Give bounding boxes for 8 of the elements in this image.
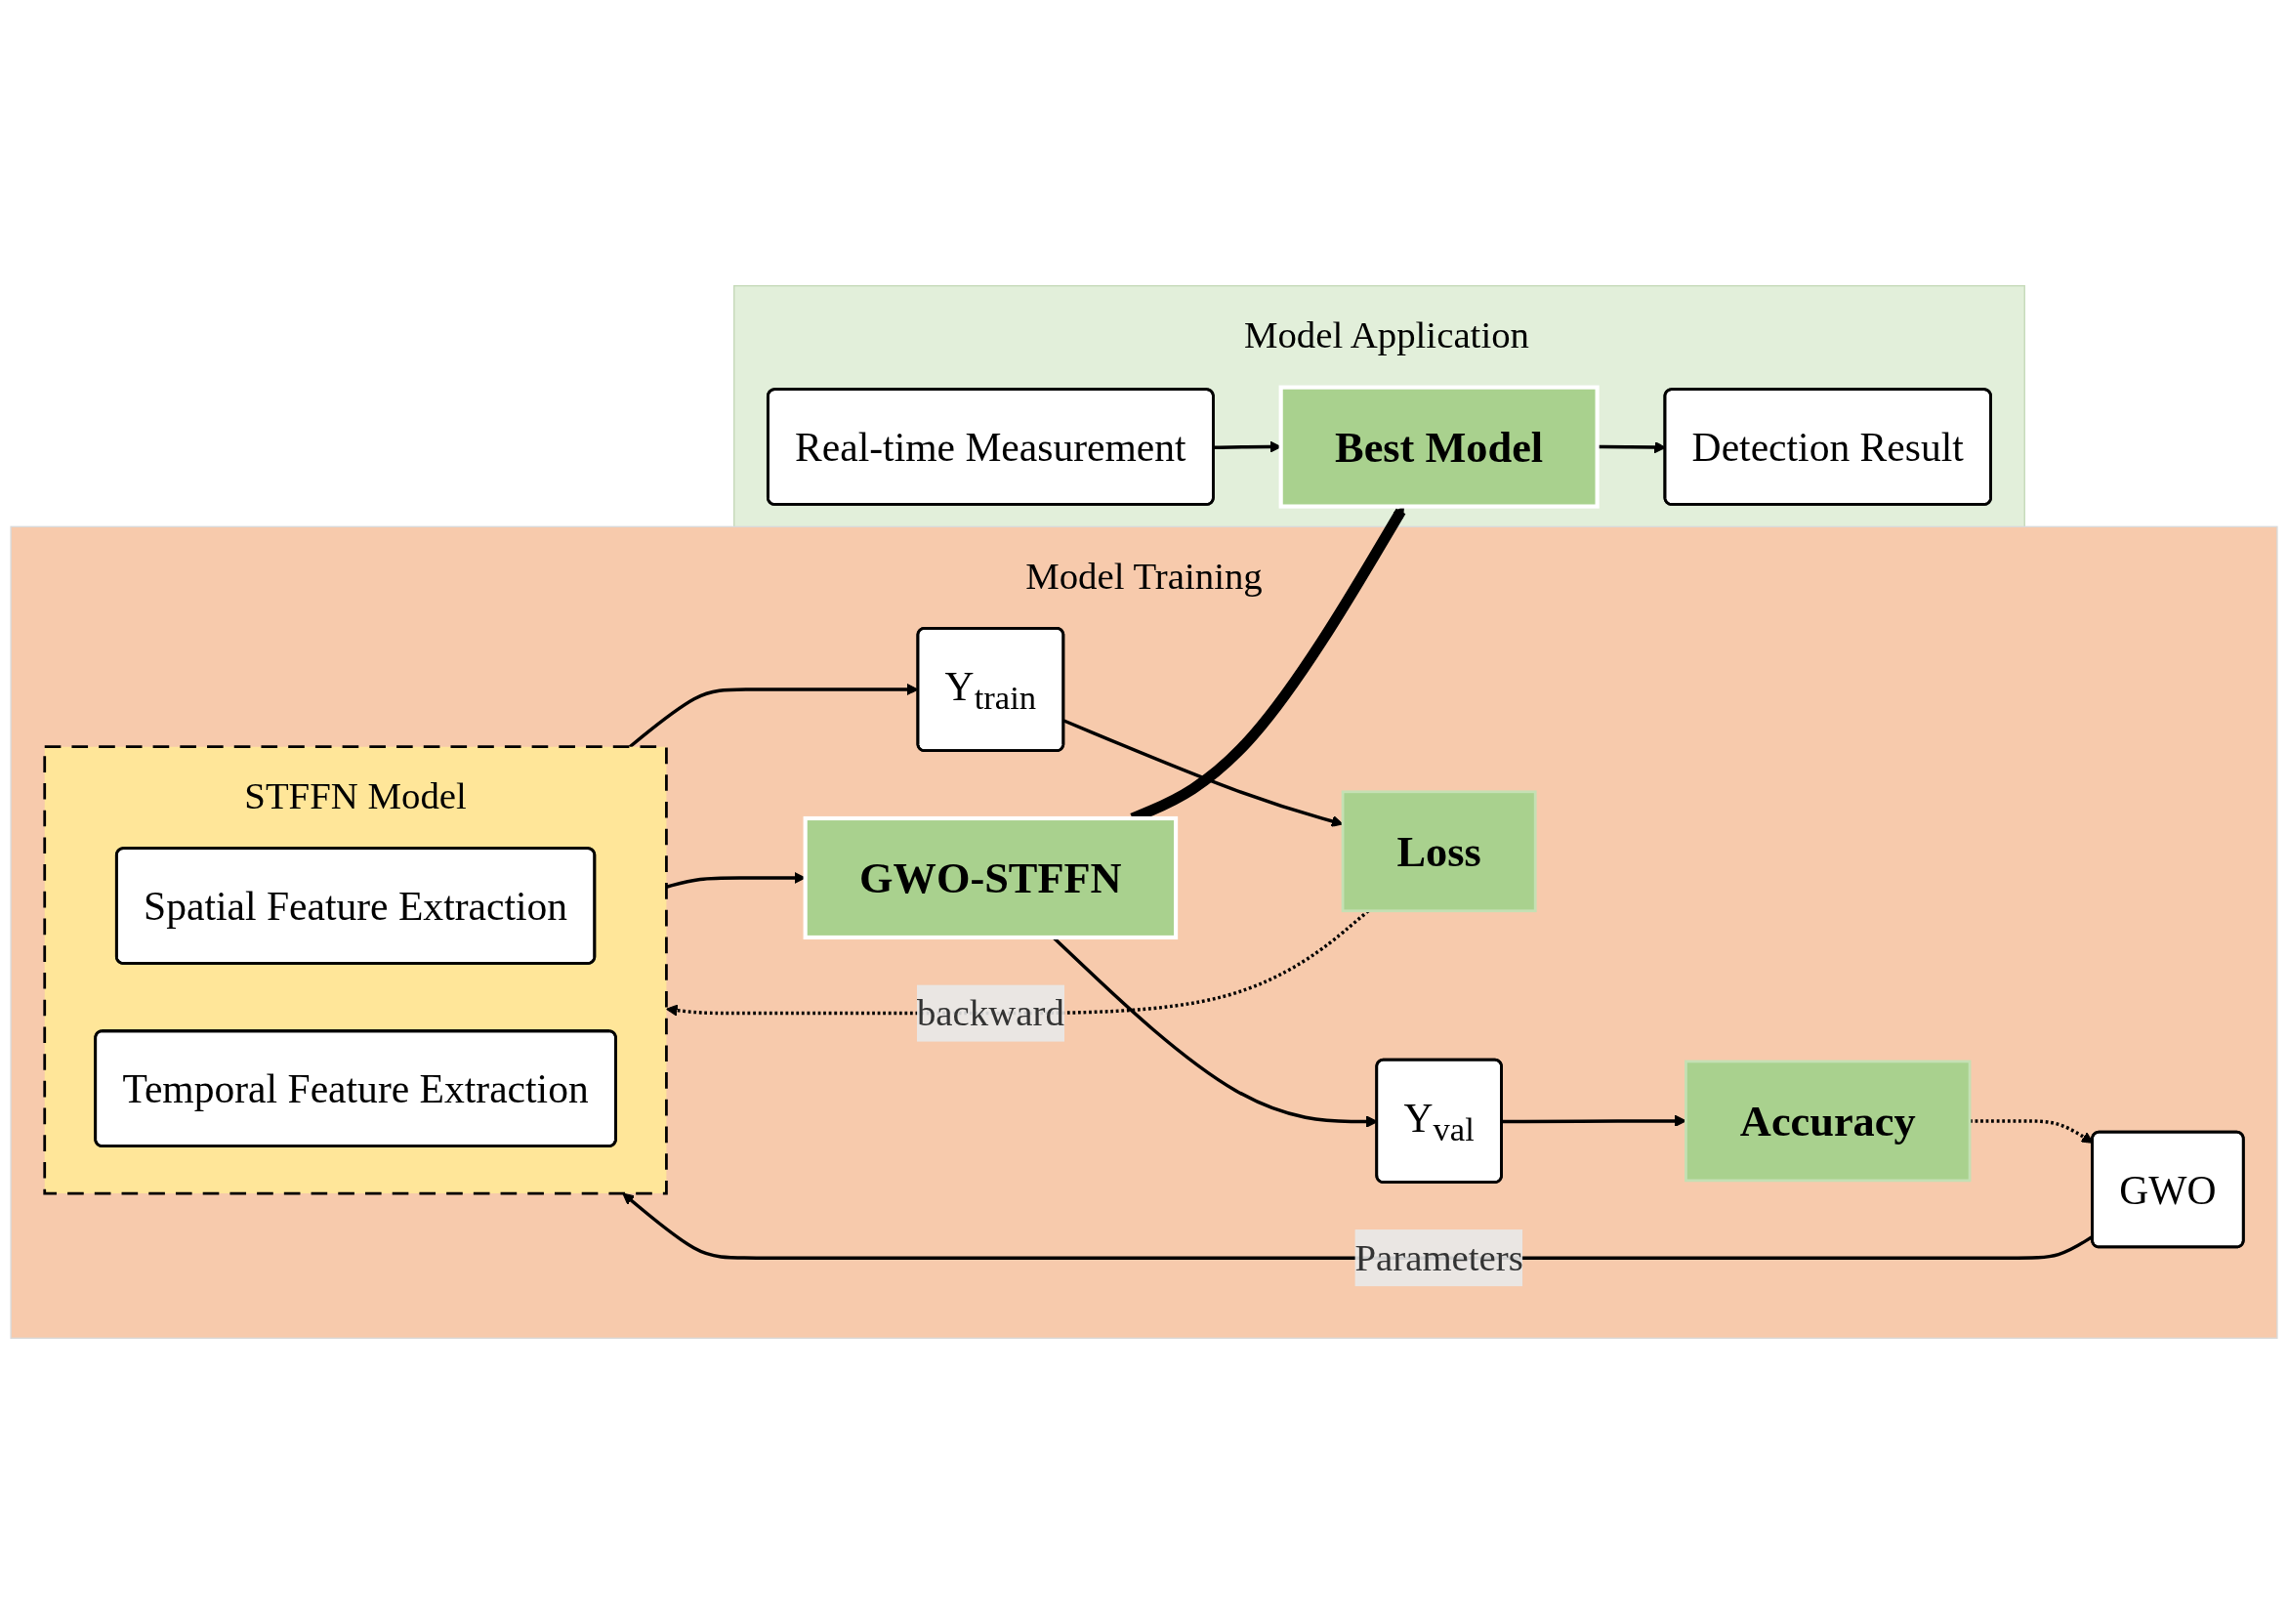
node-box: Accuracy <box>1685 1060 1972 1183</box>
arrow <box>1502 1114 1686 1127</box>
node-box: Loss <box>1341 790 1537 913</box>
edge-label: backward <box>916 991 1064 1034</box>
arrow <box>1062 719 1344 827</box>
node-box: GWO-STFFN <box>803 815 1179 940</box>
edge-label: Parameters <box>1354 1236 1523 1278</box>
node-box: Best Model <box>1278 385 1600 509</box>
